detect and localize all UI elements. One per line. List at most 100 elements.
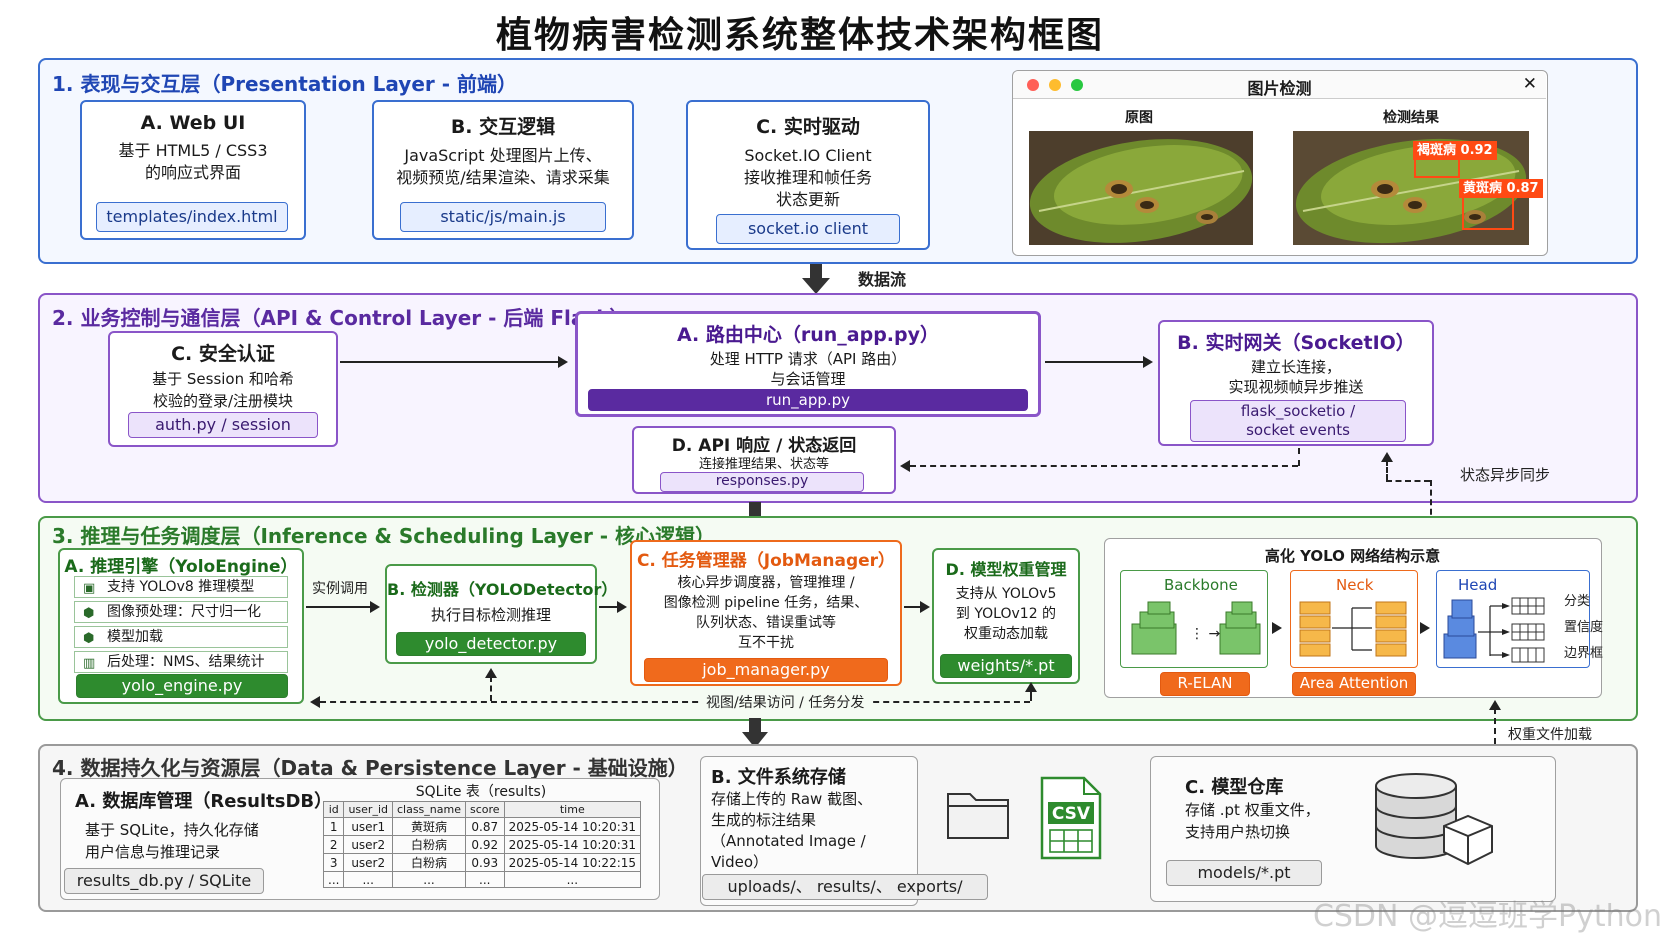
table-row: ............... — [322, 871, 642, 888]
svg-text:⋮ →: ⋮ → — [1190, 626, 1220, 642]
arrow-right-icon — [1272, 622, 1282, 634]
data-layer-title: 4. 数据持久化与资源层（Data & Persistence Layer - … — [52, 756, 688, 780]
cube-icon: ⬢ — [83, 606, 95, 621]
model-repo-desc: 存储 .pt 权重文件， 支持用户热切换 — [1185, 801, 1320, 841]
view-access-dash — [320, 701, 1030, 703]
csv-label: CSV — [1051, 804, 1091, 824]
async-sync-dash-v2 — [1386, 460, 1388, 480]
neck-cubes-icon — [1299, 601, 1407, 657]
interaction-logic-title: B. 交互逻辑 — [450, 116, 556, 138]
presentation-layer-title: 1. 表现与交互层（Presentation Layer - 前端） — [52, 72, 517, 96]
bar-chart-icon: ▥ — [83, 656, 96, 671]
instance-call-label: 实例调用 — [312, 581, 368, 597]
original-leaf-image — [1029, 131, 1253, 245]
folder-icon — [947, 793, 1009, 839]
detector-to-manager-line — [599, 606, 619, 608]
web-ui-tag: templates/index.html — [96, 202, 288, 232]
engine-feature-1: ▣支持 YOLOv8 推理模型 — [74, 576, 288, 598]
output-class-label: 分类 — [1564, 594, 1591, 609]
data-flow-label: 数据流 — [858, 270, 907, 289]
async-sync-dash-h — [1386, 480, 1430, 482]
realtime-driver-tag: socket.io client — [716, 214, 900, 244]
backbone-label: Backbone — [1164, 576, 1238, 594]
results-db-title: A. 数据库管理（ResultsDB） — [75, 791, 333, 812]
api-response-tag: responses.py — [660, 472, 864, 492]
weight-loading-label: 权重文件加载 — [1508, 727, 1592, 743]
watermark: CSDN @逗逗班学Python — [1312, 899, 1662, 934]
output-bbox-label: 边界框 — [1564, 646, 1604, 661]
area-attention-tag: Area Attention — [1292, 672, 1416, 696]
web-ui-title: A. Web UI — [140, 112, 246, 134]
async-sync-label: 状态异步同步 — [1460, 466, 1551, 484]
interaction-logic-tag: static/js/main.js — [400, 202, 606, 232]
realtime-driver-desc: Socket.IO Client 接收推理和帧任务 状态更新 — [743, 146, 872, 209]
job-manager-desc: 核心异步调度器，管理推理 / 图像检测 pipeline 任务，结果、 队列状态… — [663, 575, 869, 651]
realtime-gateway-title: B. 实时网关（SocketIO） — [1177, 332, 1415, 354]
backbone-cubes-icon: ⋮ → — [1131, 601, 1261, 655]
table-header: time — [503, 801, 642, 818]
job-manager-tag: job_manager.py — [644, 658, 888, 682]
result-image-label: 检测结果 — [1383, 110, 1439, 126]
view-access-label: 视图/结果访问 / 任务分发 — [700, 692, 871, 712]
manager-to-weights-line — [904, 606, 922, 608]
close-icon[interactable]: ✕ — [1522, 74, 1537, 94]
detection-label-1: 褐斑病 0.92 — [1413, 141, 1497, 160]
sqlite-table-title: SQLite 表（results) — [415, 784, 547, 800]
arrow-right-icon — [617, 601, 627, 613]
engine-feature-2: ⬢图像预处理：尺寸归一化 — [74, 601, 288, 623]
weight-manager-title: D. 模型权重管理 — [945, 560, 1067, 579]
output-confidence-label: 置信度 — [1564, 620, 1604, 635]
yolo-engine-title: A. 推理引擎（YoloEngine） — [64, 557, 298, 577]
arrow-right-icon — [920, 601, 930, 613]
weight-manager-tag: weights/*.pt — [940, 654, 1072, 678]
minimize-dot-icon[interactable] — [1049, 79, 1061, 91]
results-db-tag: results_db.py / SQLite — [64, 868, 264, 894]
arrow-right-icon — [1420, 622, 1430, 634]
router-center-title: A. 路由中心（run_app.py） — [676, 324, 940, 346]
router-center-tag: run_app.py — [588, 389, 1028, 411]
database-icon — [1375, 773, 1493, 866]
arrow-up-icon — [1025, 682, 1037, 692]
close-dot-icon[interactable] — [1027, 79, 1039, 91]
maximize-dot-icon[interactable] — [1071, 79, 1083, 91]
model-repo-title: C. 模型仓库 — [1185, 777, 1284, 798]
head-cubes-icon — [1443, 597, 1545, 663]
security-auth-desc: 基于 Session 和哈希 校验的登录/注册模块 — [152, 370, 294, 410]
gateway-to-response-dash-v — [1298, 448, 1300, 466]
table-header: user_id — [343, 801, 393, 818]
arrow-left-icon — [900, 460, 910, 472]
head-label: Head — [1458, 576, 1498, 594]
realtime-gateway-desc: 建立长连接， 实现视频帧异步推送 — [1228, 358, 1364, 396]
arrow-up-icon — [1381, 452, 1393, 462]
realtime-driver-title: C. 实时驱动 — [756, 116, 860, 138]
engine-to-detector-line — [306, 606, 372, 608]
yolo-detector-desc: 执行目标检测推理 — [430, 606, 551, 624]
csv-file-icon — [1040, 776, 1102, 860]
result-leaf-image — [1293, 131, 1529, 245]
table-header: score — [465, 801, 505, 818]
web-ui-desc: 基于 HTML5 / CSS3 的响应式界面 — [118, 141, 268, 182]
page-title: 植物病害检测系统整体技术架构框图 — [495, 15, 1104, 56]
engine-feature-4: ▥后处理：NMS、结果统计 — [74, 651, 288, 673]
inference-to-data-arrow — [742, 718, 768, 748]
table-header: class_name — [391, 801, 467, 818]
yolo-engine-tag: yolo_engine.py — [76, 674, 288, 698]
router-center-desc: 处理 HTTP 请求（API 路由） 与会话管理 — [709, 350, 907, 388]
detection-window-titlebar — [1013, 71, 1546, 99]
detection-window-title: 图片检测 — [1247, 79, 1312, 98]
control-layer-title: 2. 业务控制与通信层（API & Control Layer - 后端 Fla… — [52, 306, 630, 330]
view-to-detector-dash — [490, 676, 492, 701]
security-auth-tag: auth.py / session — [128, 412, 318, 438]
data-flow-arrow — [802, 264, 830, 294]
file-storage-tag: uploads/、 results/、 exports/ — [702, 874, 988, 900]
arrow-up-icon — [485, 668, 497, 678]
arrow-right-icon — [1143, 356, 1153, 368]
yolo-detector-tag: yolo_detector.py — [396, 632, 586, 656]
table-header-row: id user_id class_name score time — [322, 801, 642, 818]
neck-label: Neck — [1336, 576, 1374, 594]
yolo-structure-title: 高化 YOLO 网络结构示意 — [1264, 547, 1441, 565]
arrow-right-icon — [558, 356, 568, 368]
